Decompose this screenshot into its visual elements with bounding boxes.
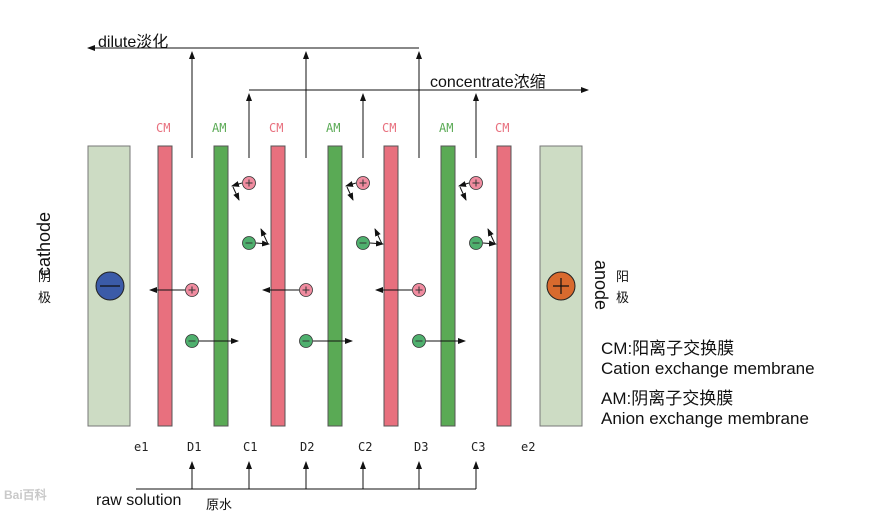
- anion-d3: [412, 334, 426, 348]
- anion-bounce-out-c3: [487, 228, 496, 245]
- cathode-cn-2: 极: [38, 291, 52, 306]
- anion-bounce-in-c2: [369, 240, 384, 247]
- membrane-label-1: CM: [156, 121, 171, 135]
- cation-c1-sign: [245, 179, 253, 187]
- membrane-label-4: AM: [326, 121, 341, 135]
- cation-c2: [356, 176, 370, 190]
- dilute-label: dilute淡化: [98, 34, 169, 51]
- membrane-label-7: CM: [495, 121, 510, 135]
- cation-d3-sign: [415, 286, 423, 294]
- channel-label-e1: e1: [134, 440, 149, 454]
- cation-c1: [242, 176, 256, 190]
- cation-bounce-in-c2: [345, 181, 357, 187]
- anion-c3: [469, 236, 483, 250]
- cation-c2-sign: [359, 179, 367, 187]
- anion-bounce-out-c2: [374, 228, 383, 245]
- cation-bounce-out-c1: [232, 186, 240, 201]
- legend-am-en: Anion exchange membrane: [601, 409, 809, 428]
- channel-label-d3: D3: [414, 440, 429, 454]
- membrane-label-6: AM: [439, 121, 454, 135]
- cation-d2: [299, 283, 313, 297]
- legend-cm-line: CM:阳离子交换膜: [601, 339, 735, 358]
- anion-c1: [242, 236, 256, 250]
- membrane-label-5: CM: [382, 121, 397, 135]
- watermark-logo: Bai百科: [4, 488, 47, 502]
- cathode-cn-1: 阴: [38, 270, 52, 285]
- membrane-label-3: CM: [269, 121, 284, 135]
- cation-d3: [412, 283, 426, 297]
- membrane-cm-5: [383, 145, 399, 427]
- membrane-am-6: [440, 145, 456, 427]
- channel-label-c1: C1: [243, 440, 258, 454]
- legend-am-line: AM:阴离子交换膜: [601, 389, 734, 408]
- cation-bounce-in-c1: [231, 181, 243, 187]
- anode-label: anode: [591, 260, 611, 311]
- anion-bounce-in-c3: [482, 240, 497, 247]
- channel-label-c3: C3: [471, 440, 486, 454]
- membrane-am-2: [213, 145, 229, 427]
- channel-label-d1: D1: [187, 440, 202, 454]
- raw-solution-label: raw solution: [96, 492, 182, 509]
- membrane-cm-7: [496, 145, 512, 427]
- cation-bounce-out-c3: [459, 186, 467, 201]
- anode-plus-sign: [553, 278, 569, 294]
- channel-label-d2: D2: [300, 440, 315, 454]
- anion-bounce-in-c1: [255, 240, 270, 247]
- raw-solution-cn-label: 原水: [206, 498, 233, 513]
- concentrate-label: concentrate浓缩: [430, 74, 546, 91]
- anion-c2: [356, 236, 370, 250]
- membrane-am-4: [327, 145, 343, 427]
- cation-d1: [185, 283, 199, 297]
- anode-cn-1: 阳: [616, 270, 630, 285]
- anion-d2: [299, 334, 313, 348]
- cation-bounce-in-c3: [458, 181, 470, 187]
- membrane-label-2: AM: [212, 121, 227, 135]
- anode-cn-2: 极: [616, 291, 630, 306]
- legend-cm-en: Cation exchange membrane: [601, 359, 815, 378]
- anion-bounce-out-c1: [260, 228, 269, 245]
- cation-d2-sign: [302, 286, 310, 294]
- membrane-cm-3: [270, 145, 286, 427]
- channel-label-e2: e2: [521, 440, 536, 454]
- cation-bounce-out-c2: [346, 186, 354, 201]
- cation-c3-sign: [472, 179, 480, 187]
- cation-d1-sign: [188, 286, 196, 294]
- channel-label-c2: C2: [358, 440, 373, 454]
- anion-d1: [185, 334, 199, 348]
- cation-c3: [469, 176, 483, 190]
- membrane-cm-1: [157, 145, 173, 427]
